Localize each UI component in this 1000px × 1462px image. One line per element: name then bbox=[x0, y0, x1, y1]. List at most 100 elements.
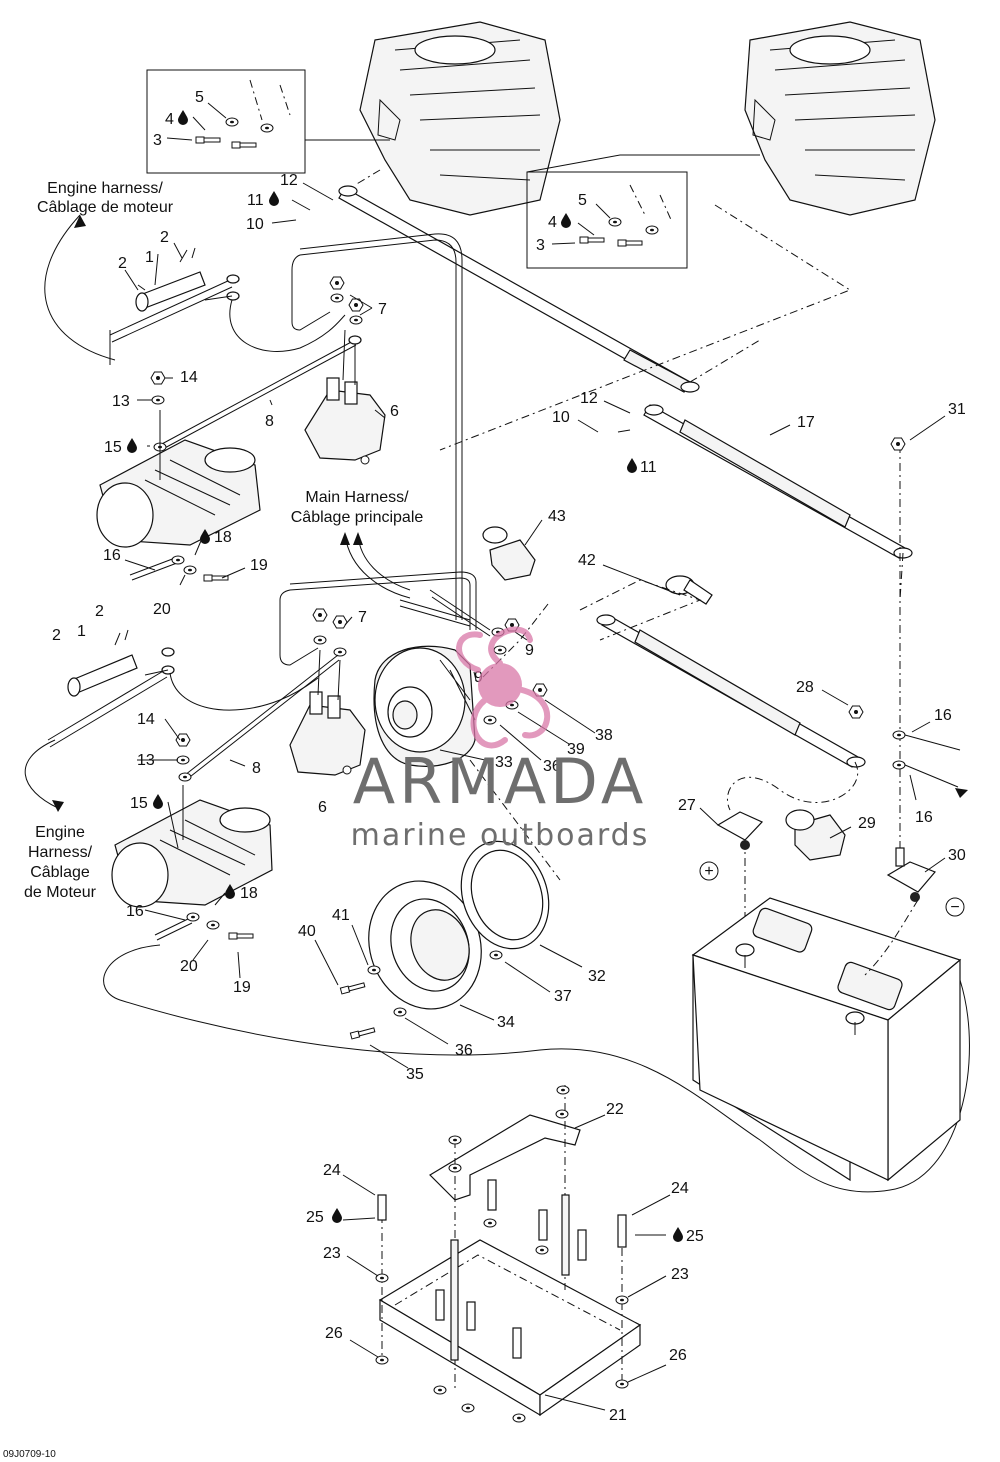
callout-19: 19 bbox=[250, 557, 268, 574]
starter-connector-lower bbox=[67, 629, 138, 697]
engine-harness-caption-bottom: Engine Harness/ Câblage de Moteur bbox=[24, 824, 97, 901]
callout-1: 1 bbox=[77, 623, 86, 640]
svg-text:Harness/: Harness/ bbox=[28, 844, 93, 861]
droplet-icon bbox=[153, 794, 163, 809]
callout-31: 31 bbox=[948, 401, 966, 418]
callout-37: 37 bbox=[554, 988, 572, 1005]
callout-42: 42 bbox=[578, 552, 596, 569]
callout-32: 32 bbox=[588, 968, 606, 985]
callout-8: 8 bbox=[265, 413, 274, 430]
circuit-breaker-33 bbox=[373, 645, 476, 767]
svg-text:Câblage de moteur: Câblage de moteur bbox=[37, 199, 174, 216]
callout-7: 7 bbox=[378, 301, 387, 318]
callout-27: 27 bbox=[678, 797, 696, 814]
callout-25: 25 bbox=[686, 1228, 704, 1245]
callout-15: 15 bbox=[104, 439, 122, 456]
terminal-cover-43 bbox=[482, 526, 536, 581]
callout-17: 17 bbox=[797, 414, 815, 431]
callout-6: 6 bbox=[390, 403, 399, 420]
starter-motor-icon bbox=[96, 439, 261, 548]
callout-11: 11 bbox=[247, 192, 264, 209]
callout-20: 20 bbox=[153, 601, 171, 618]
callout-38: 38 bbox=[595, 727, 613, 744]
callout-25: 25 bbox=[306, 1209, 324, 1226]
callout-4: 4 bbox=[548, 214, 557, 231]
callout-23: 23 bbox=[323, 1245, 341, 1262]
positive-terminal-27 bbox=[716, 811, 764, 850]
callout-39: 39 bbox=[567, 741, 585, 758]
callout-18: 18 bbox=[240, 885, 258, 902]
droplet-icon bbox=[673, 1227, 683, 1242]
engine-harness-caption-top: Engine harness/ Câblage de moteur bbox=[37, 180, 174, 216]
callout-2: 2 bbox=[95, 603, 104, 620]
battery-cable-upper bbox=[338, 185, 700, 393]
solenoid-icon bbox=[289, 691, 366, 776]
svg-text:+: + bbox=[704, 863, 713, 880]
callout-7: 7 bbox=[358, 609, 367, 626]
callout-12: 12 bbox=[580, 390, 598, 407]
watermark-brand: ARMADA bbox=[353, 745, 647, 818]
callout-15: 15 bbox=[130, 795, 148, 812]
figure-code: 09J0709-10 bbox=[3, 1449, 56, 1460]
callout-28: 28 bbox=[796, 679, 814, 696]
battery-cable-42 bbox=[596, 575, 866, 768]
callout-30: 30 bbox=[948, 847, 966, 864]
droplet-icon bbox=[269, 191, 279, 206]
callout-41: 41 bbox=[332, 907, 350, 924]
main-harness-caption: Main Harness/ Câblage principale bbox=[291, 489, 424, 526]
callout-4: 4 bbox=[165, 111, 174, 128]
svg-text:−: − bbox=[950, 899, 959, 916]
callout-12: 12 bbox=[280, 172, 298, 189]
callout-14: 14 bbox=[180, 369, 198, 386]
callout-24: 24 bbox=[323, 1162, 341, 1179]
droplet-icon bbox=[127, 438, 137, 453]
callout-2: 2 bbox=[160, 229, 169, 246]
callout-33: 33 bbox=[495, 754, 513, 771]
callout-8: 8 bbox=[252, 760, 261, 777]
tray-fasteners bbox=[375, 1085, 629, 1423]
callout-16: 16 bbox=[103, 547, 121, 564]
gasket-32 bbox=[460, 840, 550, 950]
battery-tray-21 bbox=[378, 1239, 642, 1417]
callout-16: 16 bbox=[934, 707, 952, 724]
svg-text:Câblage: Câblage bbox=[30, 864, 90, 881]
callout-5: 5 bbox=[578, 192, 587, 209]
callout-9: 9 bbox=[525, 642, 534, 659]
armada-logo bbox=[456, 626, 551, 749]
callout-13: 13 bbox=[137, 752, 155, 769]
callout-22: 22 bbox=[606, 1101, 624, 1118]
callout-40: 40 bbox=[298, 923, 316, 940]
callout-36: 36 bbox=[543, 758, 561, 775]
callout-5: 5 bbox=[195, 89, 204, 106]
callout-19: 19 bbox=[233, 979, 251, 996]
callout-10: 10 bbox=[552, 409, 570, 426]
callout-6: 6 bbox=[318, 799, 327, 816]
callout-13: 13 bbox=[112, 393, 130, 410]
engine-block-icon bbox=[359, 21, 561, 216]
svg-text:Engine harness/: Engine harness/ bbox=[47, 180, 163, 197]
callout-16: 16 bbox=[126, 903, 144, 920]
callout-3: 3 bbox=[536, 237, 545, 254]
battery-hold-bracket-22 bbox=[429, 1114, 581, 1201]
negative-symbol: − bbox=[945, 897, 965, 917]
svg-text:Main Harness/: Main Harness/ bbox=[305, 489, 409, 506]
callout-21: 21 bbox=[609, 1407, 627, 1424]
callout-23: 23 bbox=[671, 1266, 689, 1283]
solenoid-icon bbox=[304, 377, 386, 465]
callout-18: 18 bbox=[214, 529, 232, 546]
droplet-icon bbox=[178, 110, 188, 125]
callout-labels: 5 4 3 5 4 3 12 11 10 2 2 1 7 14 13 6 8 1… bbox=[52, 89, 966, 1424]
callout-43: 43 bbox=[548, 508, 566, 525]
callout-36: 36 bbox=[455, 1042, 473, 1059]
negative-terminal-30 bbox=[886, 847, 936, 902]
svg-text:Câblage principale: Câblage principale bbox=[291, 509, 424, 526]
engine-block-icon bbox=[744, 21, 936, 216]
droplet-icon bbox=[627, 458, 637, 473]
callout-3: 3 bbox=[153, 132, 162, 149]
svg-text:Engine: Engine bbox=[35, 824, 85, 841]
terminal-cover-29 bbox=[785, 809, 846, 861]
callout-34: 34 bbox=[497, 1014, 515, 1031]
callout-2: 2 bbox=[52, 627, 61, 644]
callout-1: 1 bbox=[145, 249, 154, 266]
